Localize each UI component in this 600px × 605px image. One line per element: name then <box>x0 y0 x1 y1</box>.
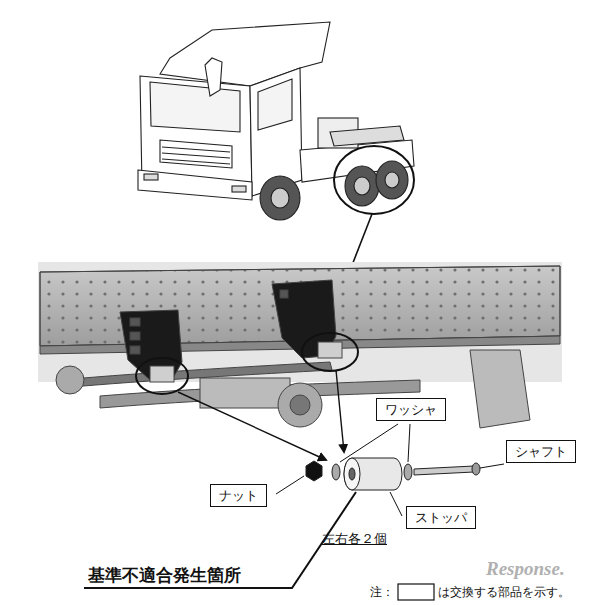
truck-drawing <box>162 153 230 158</box>
leader-line <box>276 424 504 516</box>
chassis-drawing <box>38 262 562 428</box>
pointer-arrow <box>336 370 344 452</box>
parts-drawing <box>332 464 340 480</box>
part-label-box: ワッシャ <box>376 398 446 421</box>
truck-drawing <box>385 172 399 188</box>
truck-drawing <box>330 126 404 146</box>
pointer-arrow <box>178 392 326 460</box>
part-name: ナット <box>219 487 258 504</box>
chassis-drawing <box>470 350 530 428</box>
chassis-drawing <box>60 362 332 388</box>
part-label-box: シャフト <box>506 440 576 463</box>
chassis-drawing <box>130 346 140 354</box>
chassis-drawing <box>278 383 322 427</box>
leader-line <box>408 424 410 462</box>
chassis-drawing <box>318 342 342 358</box>
parts-drawing <box>306 461 322 481</box>
part-name: ワッシャ <box>385 401 437 418</box>
parts-drawing <box>472 463 480 475</box>
truck-drawing <box>258 79 292 130</box>
chassis-drawing <box>302 333 358 371</box>
parts-drawing <box>344 458 360 490</box>
truck-drawing <box>354 177 370 195</box>
part-label-box: ストッパ <box>406 506 476 529</box>
truck-drawing <box>162 159 230 164</box>
part-label-box: ナット <box>210 484 267 507</box>
chassis-drawing <box>200 378 290 408</box>
parts-drawing <box>404 464 412 480</box>
watermark: Response. <box>486 560 565 577</box>
truck-drawing <box>345 166 379 206</box>
truck-drawing <box>271 188 289 208</box>
quantity-note: 左右各２個 <box>322 530 387 547</box>
note-box <box>398 584 434 600</box>
leader-line <box>390 492 402 516</box>
chassis-drawing <box>280 290 288 298</box>
parts-drawing <box>306 458 480 490</box>
truck-drawing <box>138 170 252 200</box>
truck-drawing <box>144 174 158 180</box>
chassis-drawing <box>130 318 140 326</box>
defect-label: 基準不適合発生箇所 <box>88 564 241 586</box>
part-name: シャフト <box>515 443 567 460</box>
parts-drawing <box>344 458 402 490</box>
truck-drawing <box>334 146 414 214</box>
truck-drawing <box>260 176 300 220</box>
truck-drawing <box>160 140 232 168</box>
truck-drawing <box>150 82 240 132</box>
note-label: 注： <box>370 584 394 601</box>
chassis-drawing <box>56 366 84 394</box>
note-label: は交換する部品を示す。 <box>438 584 570 601</box>
truck-drawing <box>376 161 408 199</box>
parts-drawing <box>349 468 355 480</box>
chassis-drawing <box>130 332 140 340</box>
chassis-drawing <box>150 366 174 382</box>
truck-drawing <box>232 186 246 192</box>
leader-line <box>276 476 304 494</box>
truck-drawing <box>160 22 330 86</box>
chassis-drawing <box>290 395 310 415</box>
truck-drawing <box>205 58 222 96</box>
parts-drawing <box>414 466 474 475</box>
chassis-drawing <box>136 358 188 394</box>
truck-drawing <box>162 147 230 152</box>
truck-drawing <box>138 22 414 220</box>
leader-line <box>340 424 398 462</box>
part-name: ストッパ <box>415 509 467 526</box>
leader-line <box>480 464 504 468</box>
